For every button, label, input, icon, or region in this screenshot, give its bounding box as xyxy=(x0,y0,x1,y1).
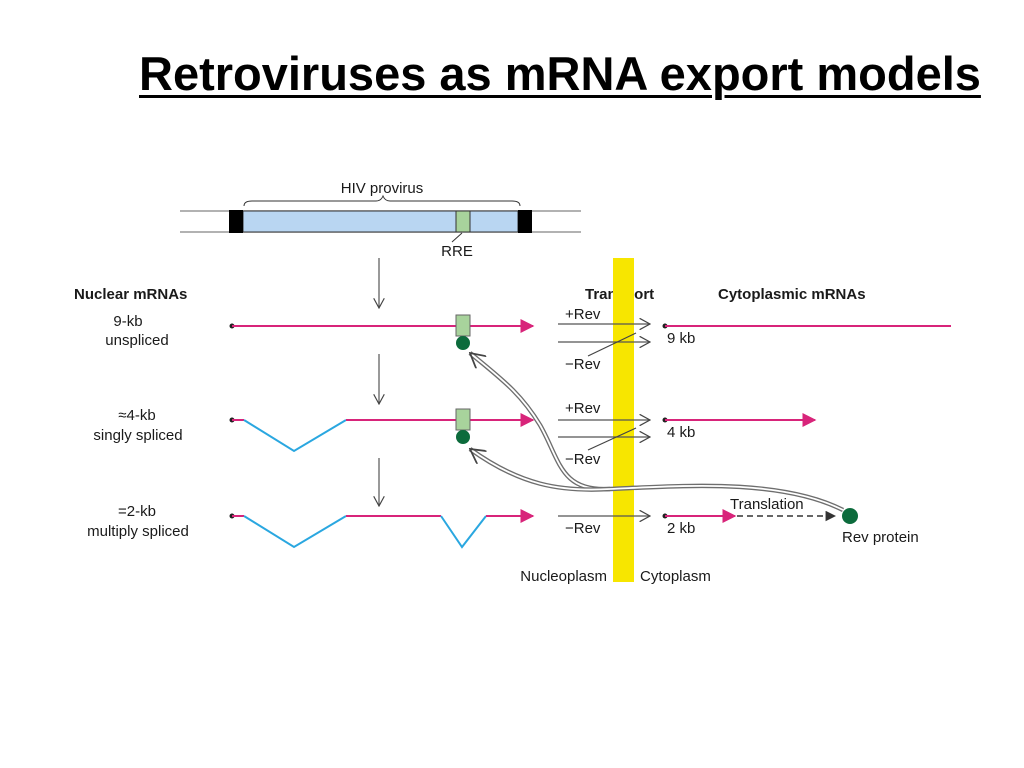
nuclear-mrnas xyxy=(229,314,535,549)
row1-cyto-size: 9 kb xyxy=(667,330,695,347)
rre-label: RRE xyxy=(441,243,473,260)
row1-minus-rev-block xyxy=(587,332,637,357)
row2-intron xyxy=(243,419,347,453)
nuclear-mrnas-header: Nuclear mRNAs xyxy=(74,286,187,303)
row2-rre-box xyxy=(455,408,471,431)
rev-protein-label: Rev protein xyxy=(842,529,919,546)
provirus-body xyxy=(242,210,519,233)
provirus-brace xyxy=(243,194,521,207)
row1-plus-rev-label: +Rev xyxy=(565,306,601,323)
row3-cyto-size: 2 kb xyxy=(667,520,695,537)
cytoplasmic-mrnas: 9 kb 4 kb 2 kb Translation Rev protein xyxy=(662,323,951,546)
row1-minus-rev-label: −Rev xyxy=(565,356,601,373)
row1-rre-box xyxy=(455,314,471,337)
row3-intron-1 xyxy=(243,515,347,549)
row2-minus-rev-block xyxy=(587,427,637,451)
row1-bound-rev xyxy=(456,336,470,350)
row3-label-type: multiply spliced xyxy=(87,523,189,540)
row2-label-size: ≈4-kb xyxy=(118,407,155,424)
rev-feedback-arrows xyxy=(470,351,845,513)
rre-element xyxy=(455,210,471,233)
rev-protein-dot xyxy=(842,508,858,524)
row2-plus-rev-label: +Rev xyxy=(565,400,601,417)
row2-cyto-size: 4 kb xyxy=(667,424,695,441)
row3-minus-rev-label: −Rev xyxy=(565,520,601,537)
hiv-provirus: HIV provirus RRE xyxy=(180,180,581,260)
row1-label-size: 9-kb xyxy=(113,313,142,330)
rev-return-arrow-to-row1-core xyxy=(470,353,844,511)
provirus-label: HIV provirus xyxy=(341,180,424,197)
ltr-right xyxy=(518,210,532,233)
rre-leader xyxy=(451,232,463,243)
row2-minus-rev-label: −Rev xyxy=(565,451,601,468)
cytoplasm-label: Cytoplasm xyxy=(640,568,711,585)
nucleoplasm-label: Nucleoplasm xyxy=(520,568,607,585)
ltr-left xyxy=(229,210,243,233)
row2-bound-rev xyxy=(456,430,470,444)
translation-label: Translation xyxy=(730,496,804,513)
cytoplasmic-mrnas-header: Cytoplasmic mRNAs xyxy=(718,286,866,303)
row2-label-type: singly spliced xyxy=(93,427,182,444)
rev-return-arrow-to-row2-core xyxy=(470,449,611,491)
row3-label-size: =2-kb xyxy=(118,503,156,520)
slide-title: Retroviruses as mRNA export models xyxy=(139,47,981,100)
row1-label-type: unspliced xyxy=(105,332,168,349)
row3-intron-2 xyxy=(440,515,487,549)
transport-arrows: +Rev −Rev +Rev −Rev −Rev xyxy=(558,306,650,537)
